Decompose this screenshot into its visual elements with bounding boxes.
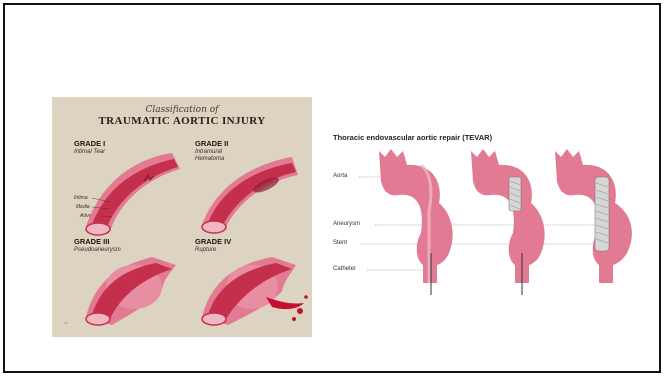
tevar-figure: Thoracic endovascular aortic repair (TEV… [333,133,643,303]
stent-full [595,177,609,251]
aorta-3 [555,149,632,283]
vessel-grade-3 [86,257,176,325]
aorta-2 [471,149,545,295]
artist-signature: ~ [64,321,68,327]
vessel-grade-2 [202,157,298,233]
vessel-grade-4 [202,257,308,325]
slide: Classification of TRAUMATIC AORTIC INJUR… [3,3,661,373]
stent-partial [509,177,521,211]
vessel-illustrations [52,97,312,337]
vessel-grade-1 [86,153,180,235]
tevar-illustration [333,133,643,303]
aorta-1 [379,149,453,295]
traumatic-aortic-injury-figure: Classification of TRAUMATIC AORTIC INJUR… [52,97,312,337]
